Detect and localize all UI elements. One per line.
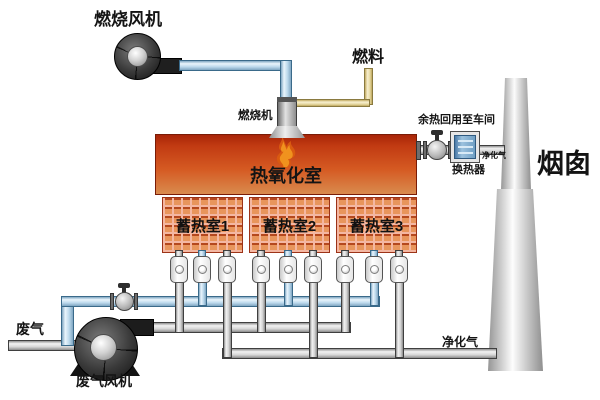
regenerator-3: 蓄热室3 xyxy=(336,197,417,253)
purified-gas-label: 净化气 xyxy=(442,335,479,349)
regenerator-1: 蓄热室1 xyxy=(162,197,243,253)
valve-stem-pipe xyxy=(222,282,232,358)
regenerator-2: 蓄热室2 xyxy=(249,197,330,253)
valve-stem-pipe xyxy=(256,282,266,333)
burner-skirt xyxy=(269,126,305,138)
heat-exchanger-plate xyxy=(458,152,473,154)
blue-header-valve-handle-cap xyxy=(118,283,130,288)
chimney-label: 烟囱 xyxy=(537,149,591,179)
flame-icon xyxy=(276,136,296,168)
port-valve-icon xyxy=(390,256,408,283)
fuel-label: 燃料 xyxy=(352,49,385,66)
purified-gas-small-label: 净化气 xyxy=(482,151,506,160)
port-valve-indicator xyxy=(197,265,207,274)
waste-gas-fan-label: 废气风机 xyxy=(76,373,132,389)
regenerator-2-label: 蓄热室2 xyxy=(262,218,317,235)
heat-exchanger-plate xyxy=(458,146,473,148)
heat-exchanger-label: 换热器 xyxy=(452,164,485,176)
pipe-fan-discharge-header xyxy=(133,322,351,333)
port-valve-icon xyxy=(279,256,297,283)
oxidation-chamber-label: 热氧化室 xyxy=(250,166,322,186)
port-valve-icon xyxy=(336,256,354,283)
blue-header-valve-handle xyxy=(122,285,126,294)
port-valve-icon xyxy=(365,256,383,283)
heat-recovery-valve-label: 余热回用至车间 xyxy=(418,114,495,126)
valve-stem-pipe xyxy=(394,282,404,358)
port-valve-indicator xyxy=(369,265,379,274)
port-valve-indicator xyxy=(308,265,318,274)
blue-header-valve-flange-left xyxy=(110,293,114,310)
heat-recovery-ball-valve xyxy=(427,140,447,160)
port-valve-icon xyxy=(304,256,322,283)
blue-header-ball-valve xyxy=(115,292,134,311)
port-valve-icon xyxy=(252,256,270,283)
pipe-combustion-air-down xyxy=(280,60,292,100)
recovery-valve-handle-cap xyxy=(431,130,443,135)
port-valve-icon xyxy=(193,256,211,283)
pipe-blue-header xyxy=(61,296,380,307)
waste-gas-label: 废气 xyxy=(16,321,44,337)
pipe-purified-gas-header xyxy=(222,348,497,359)
port-valve-indicator xyxy=(283,265,293,274)
recovery-valve-handle xyxy=(435,132,439,142)
valve-stem-pipe xyxy=(340,282,350,333)
blue-header-valve-flange-right xyxy=(134,293,138,310)
valve-stem-pipe xyxy=(174,282,184,333)
chimney-upper-section xyxy=(501,78,531,190)
port-valve-indicator xyxy=(256,265,266,274)
port-valve-indicator xyxy=(174,265,184,274)
port-valve-icon xyxy=(218,256,236,283)
port-valve-icon xyxy=(170,256,188,283)
regenerator-3-label: 蓄热室3 xyxy=(349,218,404,235)
valve-stem-pipe xyxy=(369,282,379,306)
port-valve-indicator xyxy=(340,265,350,274)
pipe-fuel-horizontal xyxy=(295,99,370,107)
regenerator-1-label: 蓄热室1 xyxy=(175,218,230,235)
combustion-fan-label: 燃烧风机 xyxy=(94,10,162,29)
heat-exchanger-plate xyxy=(458,140,473,142)
valve-stem-pipe xyxy=(283,282,293,306)
waste-gas-fan-hub xyxy=(90,334,117,361)
port-valve-indicator xyxy=(394,265,404,274)
chimney-lower-section xyxy=(488,189,543,371)
port-valve-indicator xyxy=(222,265,232,274)
pipe-combustion-air-horizontal xyxy=(179,60,292,71)
burner-label: 燃烧机 xyxy=(238,110,273,122)
valve-stem-pipe xyxy=(308,282,318,358)
chamber-outlet-flange xyxy=(416,141,421,160)
valve-stem-pipe xyxy=(197,282,207,306)
combustion-fan-hub xyxy=(127,46,148,67)
recovery-valve-flange-left xyxy=(423,141,427,159)
burner-cap xyxy=(277,97,297,102)
